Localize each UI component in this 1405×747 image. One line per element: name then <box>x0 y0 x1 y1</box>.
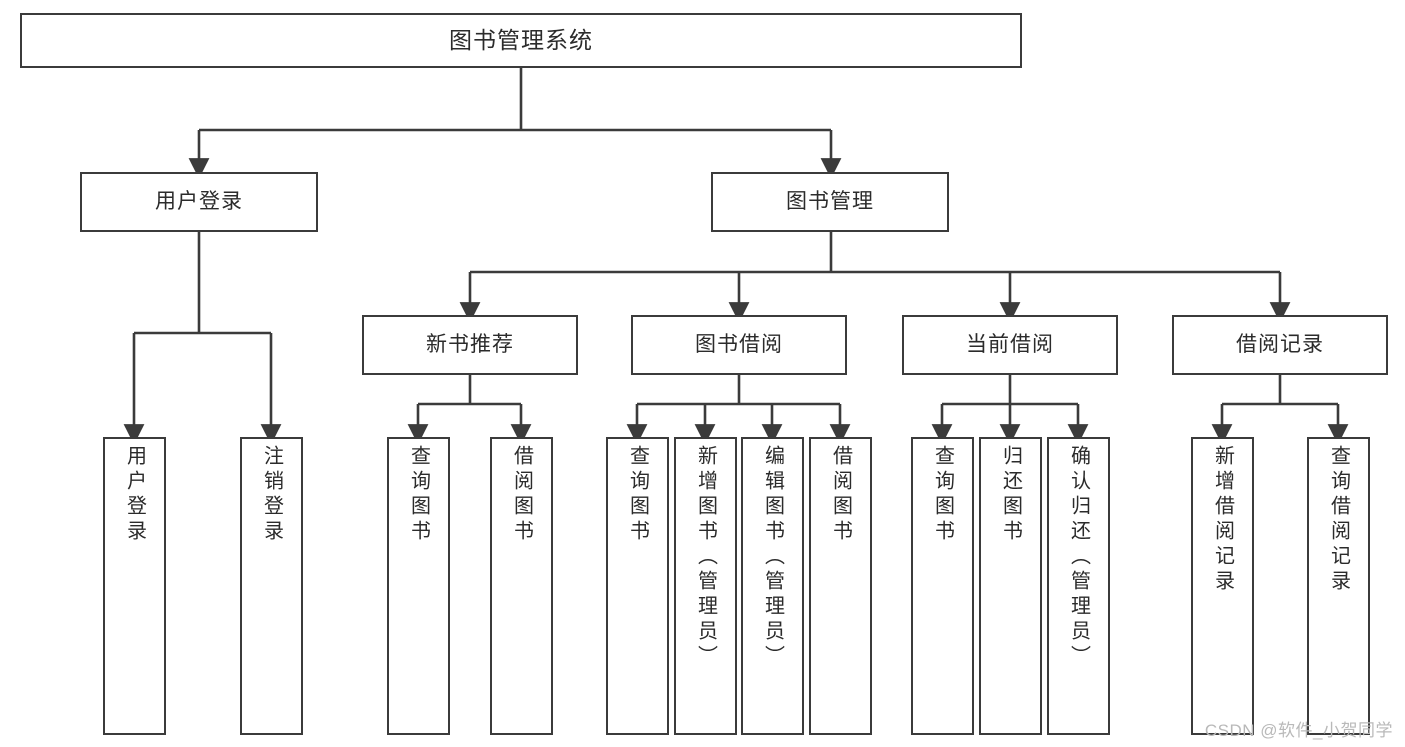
node-current-borrow-label: 当前借阅 <box>966 333 1054 357</box>
leaf-query-book-borrow-label: 查询图书 <box>626 445 649 545</box>
leaf-return-book[interactable]: 归还图书 <box>979 437 1042 735</box>
leaf-query-borrow-record-label: 查询借阅记录 <box>1327 445 1350 595</box>
node-book-management[interactable]: 图书管理 <box>711 172 949 232</box>
leaf-confirm-return-admin[interactable]: 确认归还（管理员） <box>1047 437 1110 735</box>
node-user-login-label: 用户登录 <box>155 190 243 214</box>
node-book-borrow-label: 图书借阅 <box>695 333 783 357</box>
node-book-borrow[interactable]: 图书借阅 <box>631 315 847 375</box>
leaf-query-book-recommend-label: 查询图书 <box>407 445 430 545</box>
leaf-borrow-book-recommend[interactable]: 借阅图书 <box>490 437 553 735</box>
leaf-user-login[interactable]: 用户登录 <box>103 437 166 735</box>
leaf-logout-login[interactable]: 注销登录 <box>240 437 303 735</box>
leaf-query-book-borrow[interactable]: 查询图书 <box>606 437 669 735</box>
leaf-return-book-label: 归还图书 <box>999 445 1022 545</box>
node-current-borrow[interactable]: 当前借阅 <box>902 315 1118 375</box>
leaf-edit-book-admin[interactable]: 编辑图书（管理员） <box>741 437 804 735</box>
leaf-borrow-book-recommend-label: 借阅图书 <box>510 445 533 545</box>
csdn-watermark: CSDN @软件_小贺同学 <box>1204 721 1393 740</box>
node-new-book-recommend-label: 新书推荐 <box>426 333 514 357</box>
leaf-confirm-return-admin-label: 确认归还（管理员） <box>1067 445 1090 670</box>
leaf-borrow-book-borrow[interactable]: 借阅图书 <box>809 437 872 735</box>
leaf-add-borrow-record-label: 新增借阅记录 <box>1211 445 1234 595</box>
node-root-label: 图书管理系统 <box>449 26 593 53</box>
leaf-query-book-recommend[interactable]: 查询图书 <box>387 437 450 735</box>
node-user-login[interactable]: 用户登录 <box>80 172 318 232</box>
leaf-borrow-book-borrow-label: 借阅图书 <box>829 445 852 545</box>
node-borrow-record-label: 借阅记录 <box>1236 333 1324 357</box>
leaf-add-borrow-record[interactable]: 新增借阅记录 <box>1191 437 1254 735</box>
leaf-query-borrow-record[interactable]: 查询借阅记录 <box>1307 437 1370 735</box>
leaf-edit-book-admin-label: 编辑图书（管理员） <box>761 445 784 670</box>
leaf-query-book-current[interactable]: 查询图书 <box>911 437 974 735</box>
node-new-book-recommend[interactable]: 新书推荐 <box>362 315 578 375</box>
node-book-management-label: 图书管理 <box>786 190 874 214</box>
leaf-add-book-admin[interactable]: 新增图书（管理员） <box>674 437 737 735</box>
leaf-user-login-label: 用户登录 <box>123 445 146 545</box>
leaf-logout-login-label: 注销登录 <box>260 445 283 545</box>
leaf-query-book-current-label: 查询图书 <box>931 445 954 545</box>
leaf-add-book-admin-label: 新增图书（管理员） <box>694 445 717 670</box>
node-root-book-management-system[interactable]: 图书管理系统 <box>20 13 1022 68</box>
node-borrow-record[interactable]: 借阅记录 <box>1172 315 1388 375</box>
